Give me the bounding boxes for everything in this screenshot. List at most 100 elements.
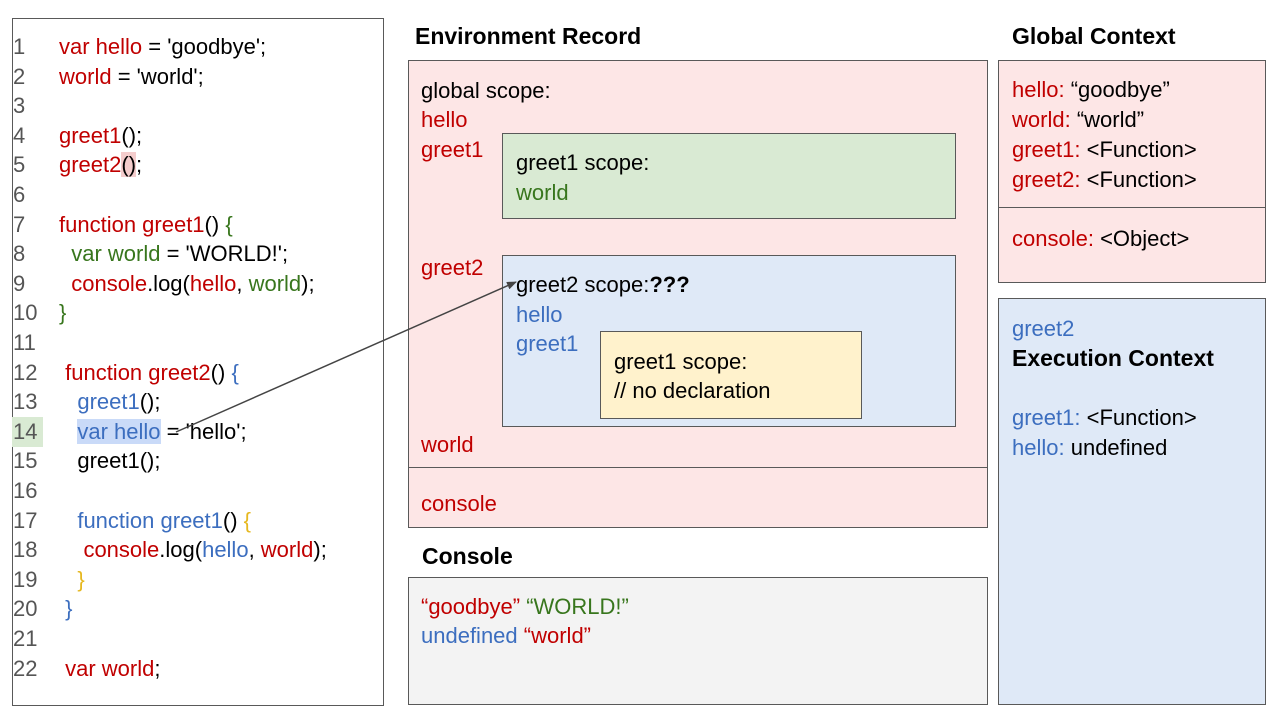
code-text: function greet1() { [59,210,233,240]
code-token: world [59,63,112,89]
greet1-scope-box [502,133,956,219]
global-entry-value: <Function> [1086,167,1197,192]
global-console-key: console: [1012,226,1094,251]
global-greet1: greet1 [421,137,484,162]
greet2-scope-label: greet2 scope: [516,272,650,297]
code-token: () [204,211,226,237]
line-number: 18 [13,537,38,563]
exec-context-title: Execution Context [1012,345,1214,371]
inner-scope-label: greet1 scope: [614,349,748,374]
line-number: 22 [13,655,38,681]
code-text: console.log(hello, world); [59,269,314,299]
global-console-value: <Object> [1100,226,1190,251]
greet1-scope-label: greet1 scope: [516,150,650,175]
code-token: console [59,270,148,296]
global-console: console [421,491,497,516]
code-token: function greet1 [59,507,223,533]
execution-context-panel [998,298,1266,705]
code-token: hello [202,537,249,563]
code-token: () [222,507,244,533]
global-console-entry: console: <Object> [1012,226,1189,252]
code-text: greet1(); [59,387,160,417]
line-number: 14 [12,416,43,447]
line-number: 19 [13,566,38,592]
line-number: 17 [13,507,38,533]
line-number: 2 [13,63,26,89]
console-output-goodbye: “goodbye” [421,594,521,619]
global-context-entry: world: “world” [1012,107,1144,133]
global-context-title: Global Context [1012,23,1176,49]
code-token: = 'goodbye'; [142,34,267,59]
exec-entry-key: greet1: [1012,405,1081,430]
global-context-divider [998,207,1266,208]
inner-scope-note: // no declaration [614,378,771,403]
code-token: { [231,359,239,385]
exec-context-name: greet2 [1012,316,1075,341]
console-line-2: undefined “world” [421,623,591,649]
line-number: 16 [13,478,38,503]
code-token: var world [59,655,155,681]
global-context-entry: greet2: <Function> [1012,167,1197,193]
code-token: ); [313,537,327,563]
global-entry-key: greet1: [1012,137,1081,162]
code-token: greet1 [59,389,140,415]
code-token: .log( [147,270,190,296]
console-output-world-upper: “WORLD!” [526,594,629,619]
code-text: greet1(); [59,446,160,476]
line-number: 5 [13,152,26,178]
global-context-panel [998,60,1266,283]
environment-record-divider [408,467,988,468]
code-token: greet1(); [59,448,161,474]
global-greet2: greet2 [421,255,484,280]
code-token: { [225,211,233,237]
code-token: = 'world'; [111,63,204,89]
code-token: function greet2 [59,359,211,385]
code-token: } [59,300,67,326]
console-panel [408,577,988,705]
line-number: 1 [13,34,26,59]
code-text: } [59,298,66,328]
inner-greet1-scope-box [600,331,862,419]
greet1-scope-world: world [516,180,569,205]
exec-context-entry: hello: undefined [1012,435,1167,461]
code-token: () [121,152,137,178]
line-number: 20 [13,596,38,622]
code-text: world = 'world'; [59,62,204,92]
code-text: var hello = 'goodbye'; [59,32,266,62]
global-entry-value: <Function> [1086,137,1197,162]
code-token: () [210,359,232,385]
code-token: } [59,596,73,622]
environment-record-title: Environment Record [415,23,642,49]
console-line-1: “goodbye” “WORLD!” [421,594,629,620]
global-entry-key: greet2: [1012,167,1081,192]
code-token: , [236,270,249,296]
code-token: ; [136,152,143,178]
code-token: world [260,537,314,563]
greet2-scope-heading: greet2 scope:??? [516,272,690,298]
code-token: hello [189,270,237,296]
code-token: var hello [59,34,143,59]
code-token: (); [121,122,143,148]
global-hello: hello [421,107,468,132]
code-token: { [243,507,252,533]
code-token: greet1 [59,122,122,148]
console-output-world: “world” [523,623,592,648]
line-number: 6 [13,182,26,207]
exec-entry-value: undefined [1070,435,1168,460]
code-text: function greet2() { [59,358,239,388]
code-text: greet1(); [59,121,142,151]
global-entry-value: “goodbye” [1070,77,1170,102]
line-number: 11 [13,330,36,355]
line-number: 3 [13,93,26,119]
global-context-entry: greet1: <Function> [1012,137,1197,163]
code-text: } [59,594,72,624]
line-number: 7 [13,211,26,237]
line-number: 4 [13,122,26,148]
code-text: var world; [59,654,160,684]
global-context-entry: hello: “goodbye” [1012,77,1170,103]
global-entry-value: “world” [1076,107,1145,132]
console-output-undefined: undefined [421,623,518,648]
code-token: function greet1 [59,211,205,237]
exec-context-entry: greet1: <Function> [1012,405,1197,431]
line-number: 9 [13,270,26,296]
